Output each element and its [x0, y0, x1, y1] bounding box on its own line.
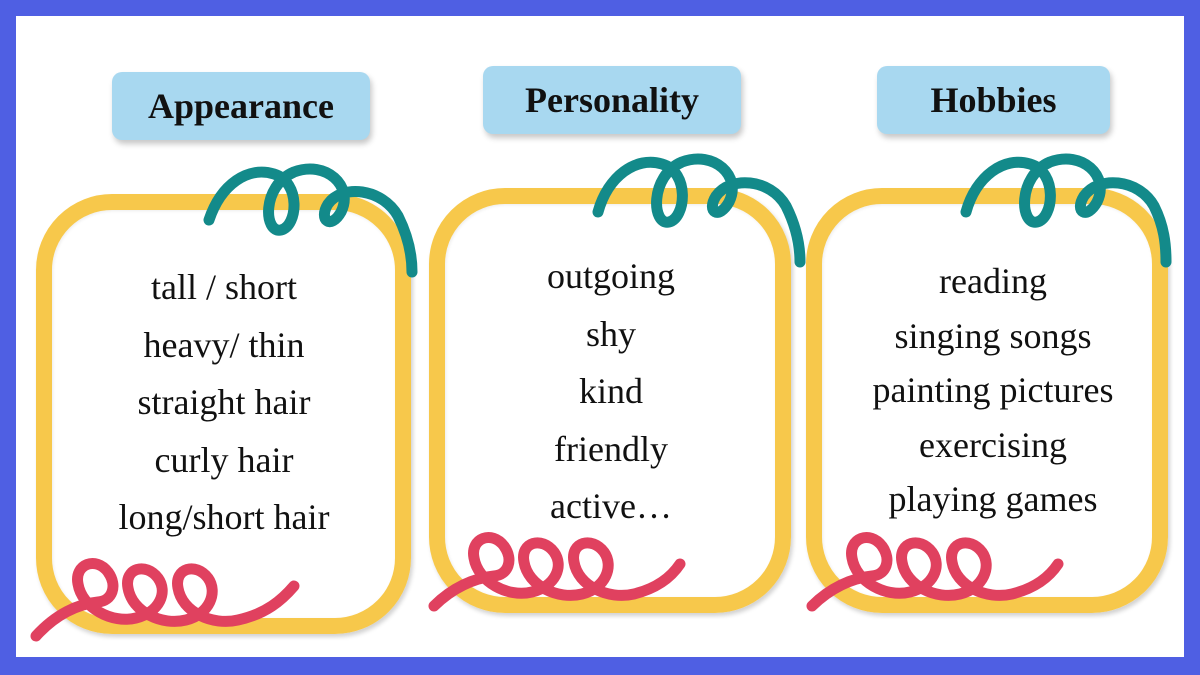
list-item: straight hair: [137, 382, 311, 422]
list-personality: outgoing shy kind friendly active…: [441, 248, 781, 536]
teal-loop-icon: [592, 153, 806, 268]
list-item: tall / short: [151, 267, 297, 307]
list-item: friendly: [554, 428, 668, 469]
header-hobbies: Hobbies: [877, 66, 1110, 134]
header-hobbies-label: Hobbies: [930, 80, 1057, 120]
list-item: reading: [939, 261, 1047, 301]
list-item: curly hair: [154, 439, 294, 480]
card-hobbies: [806, 188, 1168, 613]
red-loop-icon: [806, 532, 1064, 612]
card-personality: [429, 188, 791, 613]
list-hobbies: reading singing songs painting pictures …: [818, 254, 1168, 527]
header-appearance-label: Appearance: [148, 86, 334, 126]
list-item: singing songs: [894, 315, 1092, 356]
red-loop-icon: [30, 558, 300, 642]
list-item: heavy/ thin: [143, 324, 305, 365]
teal-loop-icon: [960, 153, 1172, 268]
list-item: kind: [578, 371, 643, 411]
header-personality-label: Personality: [525, 80, 699, 120]
list-item: painting pictures: [872, 370, 1114, 410]
list-item: active…: [550, 486, 672, 526]
red-loop-icon: [428, 532, 686, 612]
list-item: playing games: [888, 479, 1098, 519]
teal-loop-icon: [203, 163, 418, 278]
list-item: outgoing: [546, 256, 675, 296]
list-appearance: tall / short heavy/ thin straight hair c…: [56, 259, 392, 547]
header-personality: Personality: [483, 66, 741, 134]
list-item: long/short hair: [118, 497, 330, 537]
header-appearance: Appearance: [112, 72, 370, 140]
list-item: exercising: [919, 424, 1067, 465]
list-item: shy: [585, 313, 636, 354]
decorative-loops: [30, 153, 1172, 642]
slide-canvas: Appearance tall / short heavy/ thin stra…: [16, 16, 1184, 657]
